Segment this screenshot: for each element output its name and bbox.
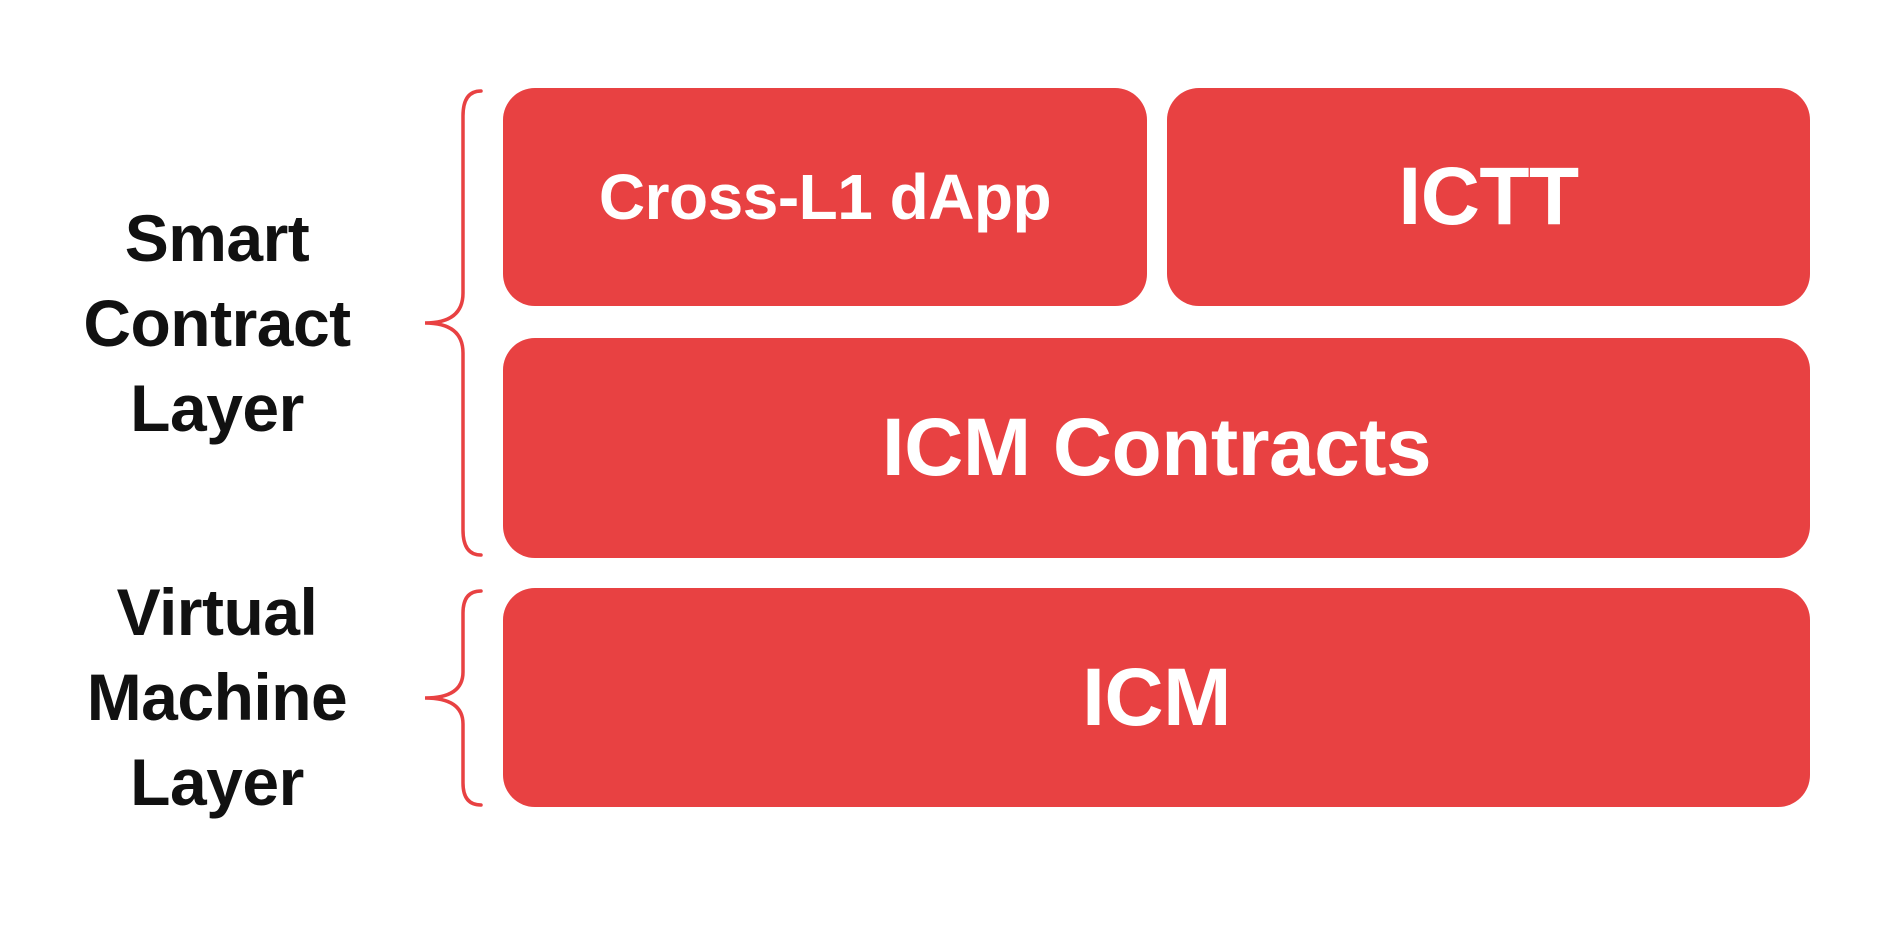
virtual-machine-layer-label: Virtual Machine Layer (86, 575, 348, 819)
icm-contracts-block: ICM Contracts (503, 338, 1810, 558)
ictt-label: ICTT (1398, 151, 1579, 242)
cross-l1-dapp-label: Cross-L1 dApp (598, 161, 1052, 233)
virtual-machine-brace-icon (424, 589, 483, 807)
icm-block: ICM (503, 588, 1810, 807)
icm-contracts-label: ICM Contracts (881, 402, 1432, 493)
cross-l1-dapp-block: Cross-L1 dApp (503, 88, 1147, 306)
smart-contract-layer-label: Smart Contract Layer (83, 200, 351, 445)
icm-label: ICM (1082, 651, 1231, 743)
smart-contract-brace-icon (424, 89, 483, 557)
ictt-block: ICTT (1167, 88, 1810, 306)
